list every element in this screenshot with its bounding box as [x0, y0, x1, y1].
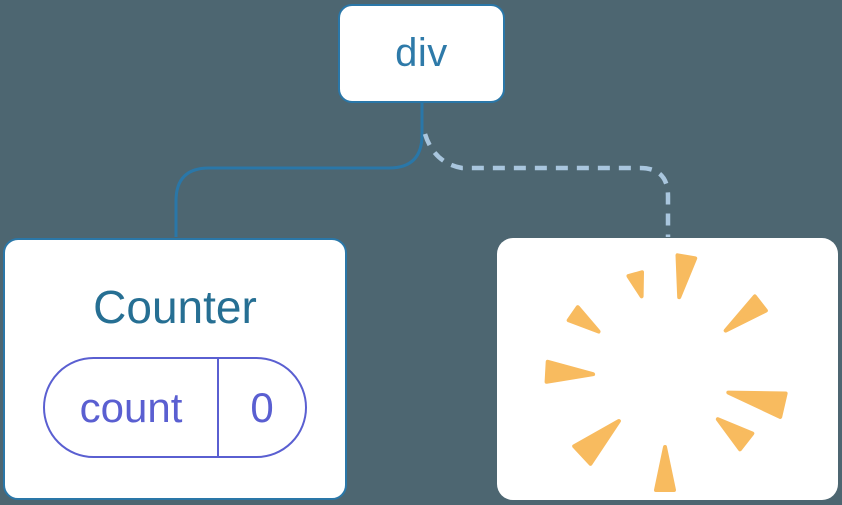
- tree-node-counter: Counter count 0: [3, 238, 347, 500]
- burst-ray: [715, 417, 755, 452]
- state-value: 0: [250, 383, 274, 431]
- burst-ray: [544, 359, 596, 384]
- burst-ray: [675, 253, 698, 300]
- burst-ray: [654, 445, 676, 492]
- state-pill: count 0: [43, 357, 307, 458]
- component-title: Counter: [93, 281, 257, 333]
- burst-ray: [566, 305, 601, 334]
- state-key-label: count: [45, 359, 219, 456]
- solid-connector-line: [174, 103, 424, 237]
- burst-ray: [723, 294, 768, 333]
- burst-ray: [626, 270, 644, 299]
- tree-node-removed: [497, 238, 838, 500]
- poof-burst-icon: [544, 253, 788, 492]
- dashed-connector-line: [422, 133, 671, 237]
- tree-node-div: div: [338, 4, 505, 103]
- burst-ray: [726, 390, 788, 419]
- burst-ray: [572, 419, 621, 466]
- node-label: div: [395, 31, 448, 75]
